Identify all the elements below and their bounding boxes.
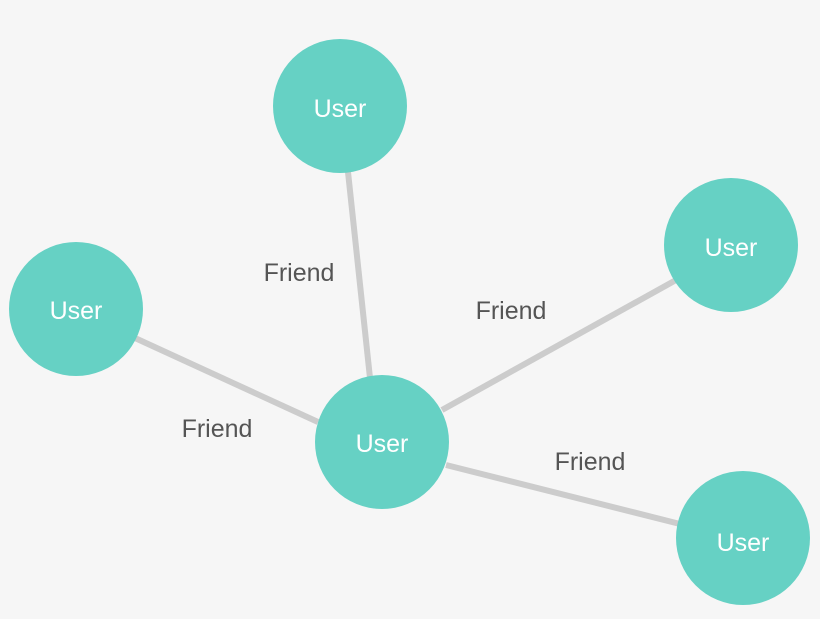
edge-label-center-left: Friend [182, 415, 253, 443]
node-label: User [50, 297, 103, 325]
edge-center-left [133, 335, 320, 425]
node-bottom-right[interactable]: User [676, 471, 810, 605]
node-circle [273, 39, 407, 173]
node-left[interactable]: User [9, 242, 143, 376]
edge-label-center-bottom-right: Friend [555, 448, 626, 476]
edge-center-top [345, 171, 373, 379]
edges [133, 171, 681, 527]
edge-labels: Friend Friend Friend Friend [182, 259, 626, 476]
node-circle [676, 471, 810, 605]
node-circle [315, 375, 449, 509]
node-label: User [314, 95, 367, 123]
node-center[interactable]: User [315, 375, 449, 509]
node-label: User [717, 529, 770, 557]
edge-label-center-top: Friend [264, 259, 335, 287]
edge-label-center-right: Friend [476, 297, 547, 325]
node-label: User [705, 234, 758, 262]
node-label: User [356, 430, 409, 458]
edge-center-right [440, 277, 678, 413]
node-right[interactable]: User [664, 178, 798, 312]
node-top[interactable]: User [273, 39, 407, 173]
node-circle [664, 178, 798, 312]
edge-center-bottom-right [445, 462, 681, 527]
node-circle [9, 242, 143, 376]
